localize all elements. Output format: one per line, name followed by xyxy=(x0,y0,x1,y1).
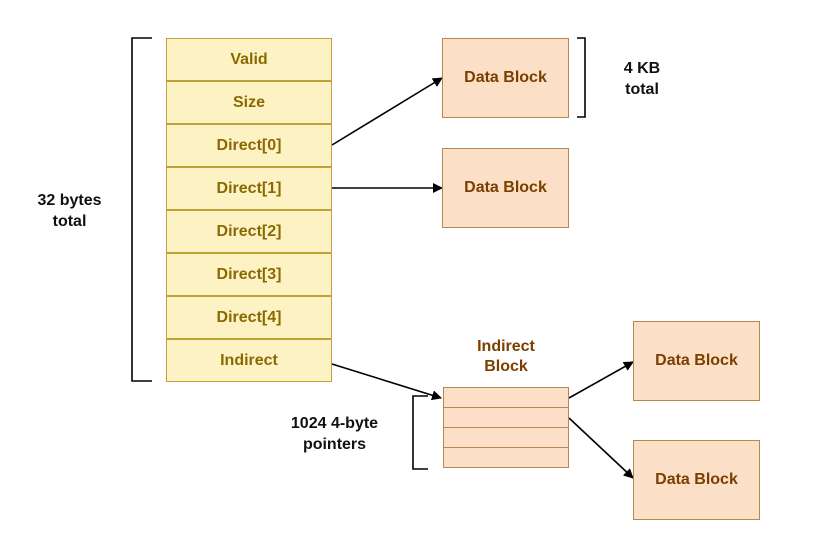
inode-size-label-line1: 32 bytes xyxy=(37,192,102,209)
inode-field-direct-3: Direct[3] xyxy=(166,253,332,296)
indirect-block-title-line2: Block xyxy=(484,358,528,375)
inode-field-size: Size xyxy=(166,81,332,124)
indirect-block-row xyxy=(443,407,569,428)
indirect-block-title-line1: Indirect xyxy=(477,338,535,355)
inode-field-direct-1: Direct[1] xyxy=(166,167,332,210)
data-block-direct-1: Data Block xyxy=(442,148,569,228)
pointer-count-label: 1024 4-byte pointers xyxy=(272,413,397,455)
data-block-direct-0: Data Block xyxy=(442,38,569,118)
inode-field-direct-2: Direct[2] xyxy=(166,210,332,253)
inode-field-direct-0: Direct[0] xyxy=(166,124,332,167)
indirect-block-row xyxy=(443,387,569,408)
block-size-bracket xyxy=(577,37,586,118)
block-size-label-line1: 4 KB xyxy=(623,60,661,77)
inode-field-indirect: Indirect xyxy=(166,339,332,382)
indirect-block-row xyxy=(443,447,569,468)
arrow-indirect-row0-to-block xyxy=(568,361,634,399)
data-block-indirect-0: Data Block xyxy=(633,321,760,401)
inode-field-valid: Valid xyxy=(166,38,332,81)
block-size-label-line2: total xyxy=(625,81,659,98)
inode-size-bracket xyxy=(131,37,152,382)
indirect-block-title: Indirect Block xyxy=(446,337,566,377)
inode-field-direct-4: Direct[4] xyxy=(166,296,332,339)
block-size-label: 4 KB total xyxy=(612,58,672,100)
pointer-count-label-line1: 1024 4-byte xyxy=(290,415,379,432)
inode-size-label-line2: total xyxy=(52,213,87,230)
inode-size-label: 32 bytes total xyxy=(22,190,117,232)
indirect-block-row xyxy=(443,427,569,448)
arrow-indirect-to-indirect-block xyxy=(331,363,442,401)
pointer-count-label-line2: pointers xyxy=(302,436,367,453)
pointer-count-bracket xyxy=(412,395,428,470)
arrow-direct0-to-block xyxy=(331,77,443,146)
data-block-indirect-1: Data Block xyxy=(633,440,760,520)
arrow-indirect-row1-to-block xyxy=(568,417,634,479)
